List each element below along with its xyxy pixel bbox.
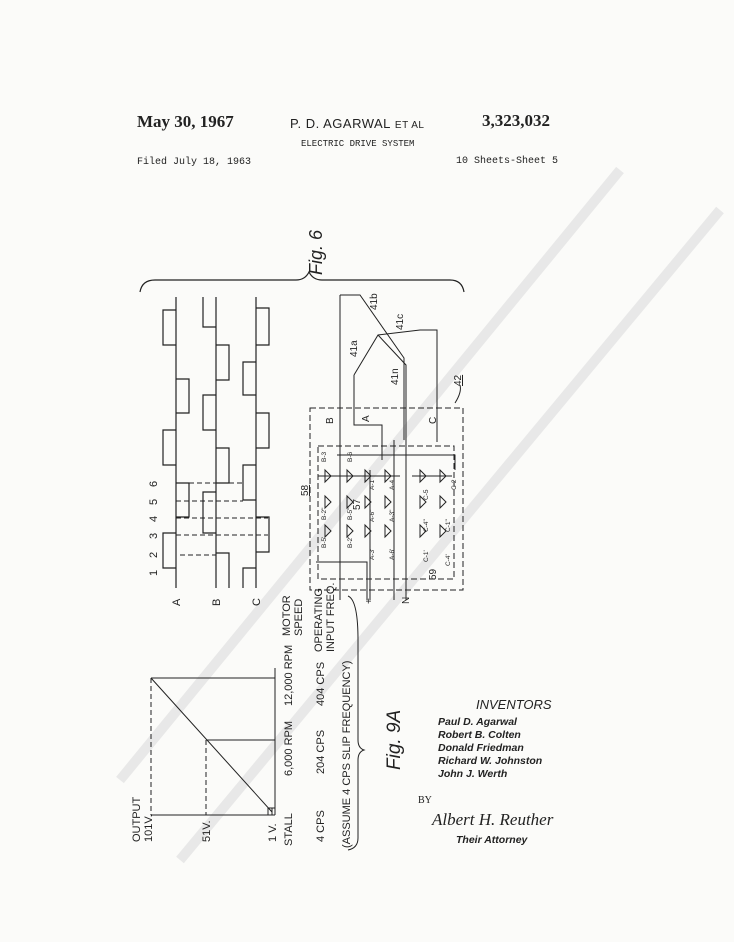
attorney-label: Their Attorney (456, 834, 528, 846)
speed-12000: 12,000 RPM (283, 645, 295, 706)
ref-58: 58 (300, 484, 311, 496)
waveform-diagram (162, 297, 270, 588)
freq-404: 404 CPS (315, 662, 327, 706)
ref-57: 57 (352, 498, 363, 510)
step-5: 5 (148, 499, 160, 505)
step-2: 2 (148, 552, 160, 558)
diode-label: C-2 (451, 479, 458, 490)
winding-41b: 41b (369, 293, 380, 310)
patent-date: May 30, 1967 (137, 112, 234, 131)
inventor-name: Robert B. Colten (438, 729, 521, 741)
diode-label: C-5 (423, 489, 430, 500)
diode-label: C-4" (423, 519, 430, 532)
filed-date: Filed July 18, 1963 (137, 157, 252, 168)
inventor-name: John J. Werth (438, 768, 508, 780)
speed-caption-1: MOTOR (281, 595, 293, 636)
diode-label: A-4 (389, 480, 396, 491)
diode-label: A-3" (389, 509, 396, 522)
diode-label: C-4' (445, 554, 452, 566)
speed-stall: STALL (283, 813, 295, 846)
inventors-heading: INVENTORS (476, 697, 552, 712)
freq-caption-1: OPERATING (313, 588, 325, 652)
terminal-n: N (401, 597, 412, 604)
freq-204: 204 CPS (315, 730, 327, 774)
phase-label-c: C (251, 598, 263, 606)
winding-41n: 41n (390, 368, 401, 385)
speed-6000: 6,000 RPM (283, 721, 295, 776)
assumption-note: (ASSUME 4 CPS SLIP FREQUENCY) (341, 661, 353, 848)
diodes (318, 468, 452, 539)
block-ref-42: 42 (453, 374, 464, 386)
winding-41a: 41a (349, 340, 360, 357)
patent-number: 3,323,032 (482, 111, 550, 130)
attorney-signature: Albert H. Reuther (432, 810, 554, 829)
diode-label: B-5" (347, 507, 354, 520)
by-label: BY (418, 795, 432, 806)
winding-41c: 41c (395, 314, 406, 330)
fig6-brace (139, 270, 465, 293)
diode-label: A-1 (369, 480, 376, 491)
diode-label: A-6' (389, 549, 396, 560)
phase-label-a: A (171, 598, 183, 606)
inventor-name: Richard W. Johnston (438, 755, 543, 767)
circuit-diagram (309, 294, 464, 600)
speed-caption-2: SPEED (293, 599, 305, 636)
patent-title: ELECTRIC DRIVE SYSTEM (301, 139, 415, 149)
ref-59: 59 (428, 568, 439, 580)
voltage-51: 51V. (201, 820, 213, 842)
fig9a-label: Fig. 9A (384, 710, 405, 770)
step-4: 4 (148, 516, 160, 522)
diode-label: B-2' (347, 537, 354, 548)
inventor-name: Donald Friedman (438, 742, 524, 754)
freq-caption-2: INPUT FREQ. (325, 583, 337, 652)
diode-label: B-3 (321, 452, 328, 463)
voltage-101: 101V. (143, 814, 155, 842)
inventor-name: P. D. AGARWAL (290, 116, 391, 131)
fig6-label: Fig. 6 (306, 229, 326, 275)
diode-label: B-6 (347, 452, 354, 463)
bus-label-a: A (361, 415, 372, 422)
diode-label: A-3' (369, 549, 376, 560)
diode-label: C-1" (445, 519, 452, 532)
terminal-plus: + (364, 598, 375, 604)
inventor-name: Paul D. Agarwal (438, 716, 517, 728)
sheet-number: 10 Sheets-Sheet 5 (456, 156, 559, 167)
fig9a-chart (150, 595, 366, 851)
diode-label: A-6" (369, 509, 376, 522)
bus-label-b: B (325, 417, 336, 424)
step-3: 3 (148, 533, 160, 539)
step-1: 1 (148, 570, 160, 576)
bus-label-c: C (428, 417, 439, 424)
diode-label: B-2" (321, 507, 328, 520)
phase-label-b: B (211, 599, 223, 606)
voltage-1: 1 V. (267, 823, 279, 842)
freq-4: 4 CPS (315, 810, 327, 842)
diode-label: B-5' (321, 537, 328, 548)
et-al: ET AL (394, 120, 425, 131)
step-6: 6 (148, 481, 160, 487)
output-label: OUTPUT (131, 797, 143, 843)
diode-label: C-1' (423, 550, 430, 562)
